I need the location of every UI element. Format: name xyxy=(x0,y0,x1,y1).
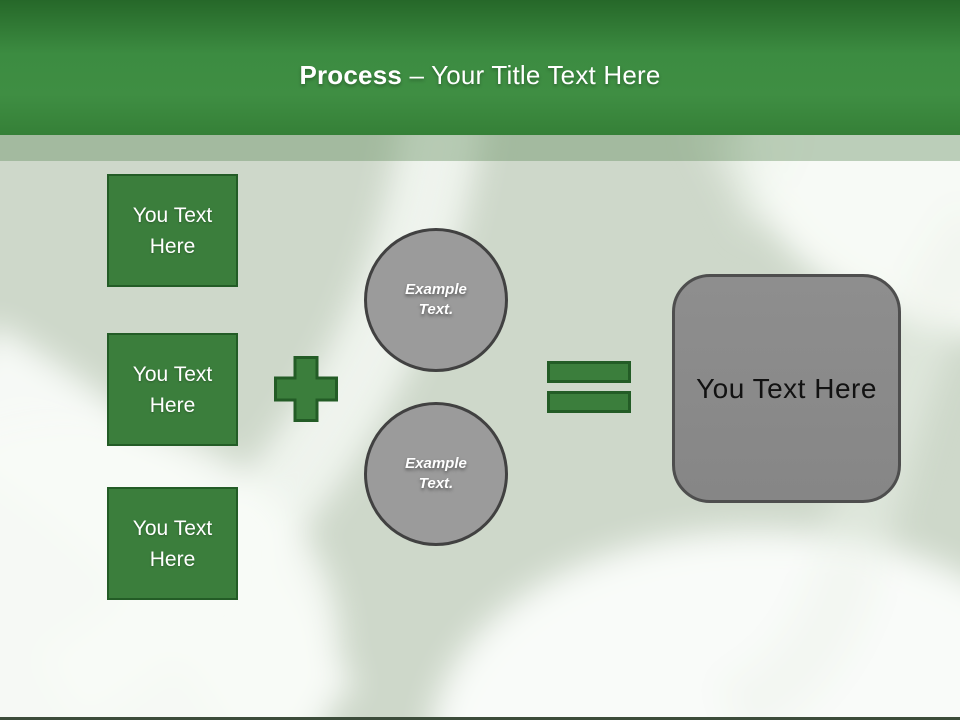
equals-icon xyxy=(547,361,631,413)
swirl-star-ray xyxy=(695,128,802,238)
step-box-3: You Text Here xyxy=(107,487,238,600)
title-separator: – xyxy=(402,60,432,90)
step-box-3-label: You Text Here xyxy=(132,516,213,571)
title-emphasis: Process xyxy=(299,60,403,90)
example-circle-2: Example Text. xyxy=(364,402,508,546)
result-box-label: You Text Here xyxy=(696,372,877,404)
example-circle-1-label: Example Text. xyxy=(405,281,467,318)
plus-icon xyxy=(274,356,338,422)
title-rest: Your Title Text Here xyxy=(431,60,661,90)
example-circle-1: Example Text. xyxy=(364,228,508,372)
example-circle-2-label: Example Text. xyxy=(405,455,467,492)
step-box-2-label: You Text Here xyxy=(132,362,213,417)
header-accent-band xyxy=(0,135,960,161)
bottom-edge-line xyxy=(0,717,960,720)
step-box-1-label: You Text Here xyxy=(132,203,213,258)
step-box-2: You Text Here xyxy=(107,333,238,446)
step-box-1: You Text Here xyxy=(107,174,238,287)
result-box: You Text Here xyxy=(672,274,901,503)
slide-header: Process – Your Title Text Here xyxy=(0,0,960,135)
slide-title: Process – Your Title Text Here xyxy=(299,44,660,91)
swirl-right-arc xyxy=(715,203,960,720)
